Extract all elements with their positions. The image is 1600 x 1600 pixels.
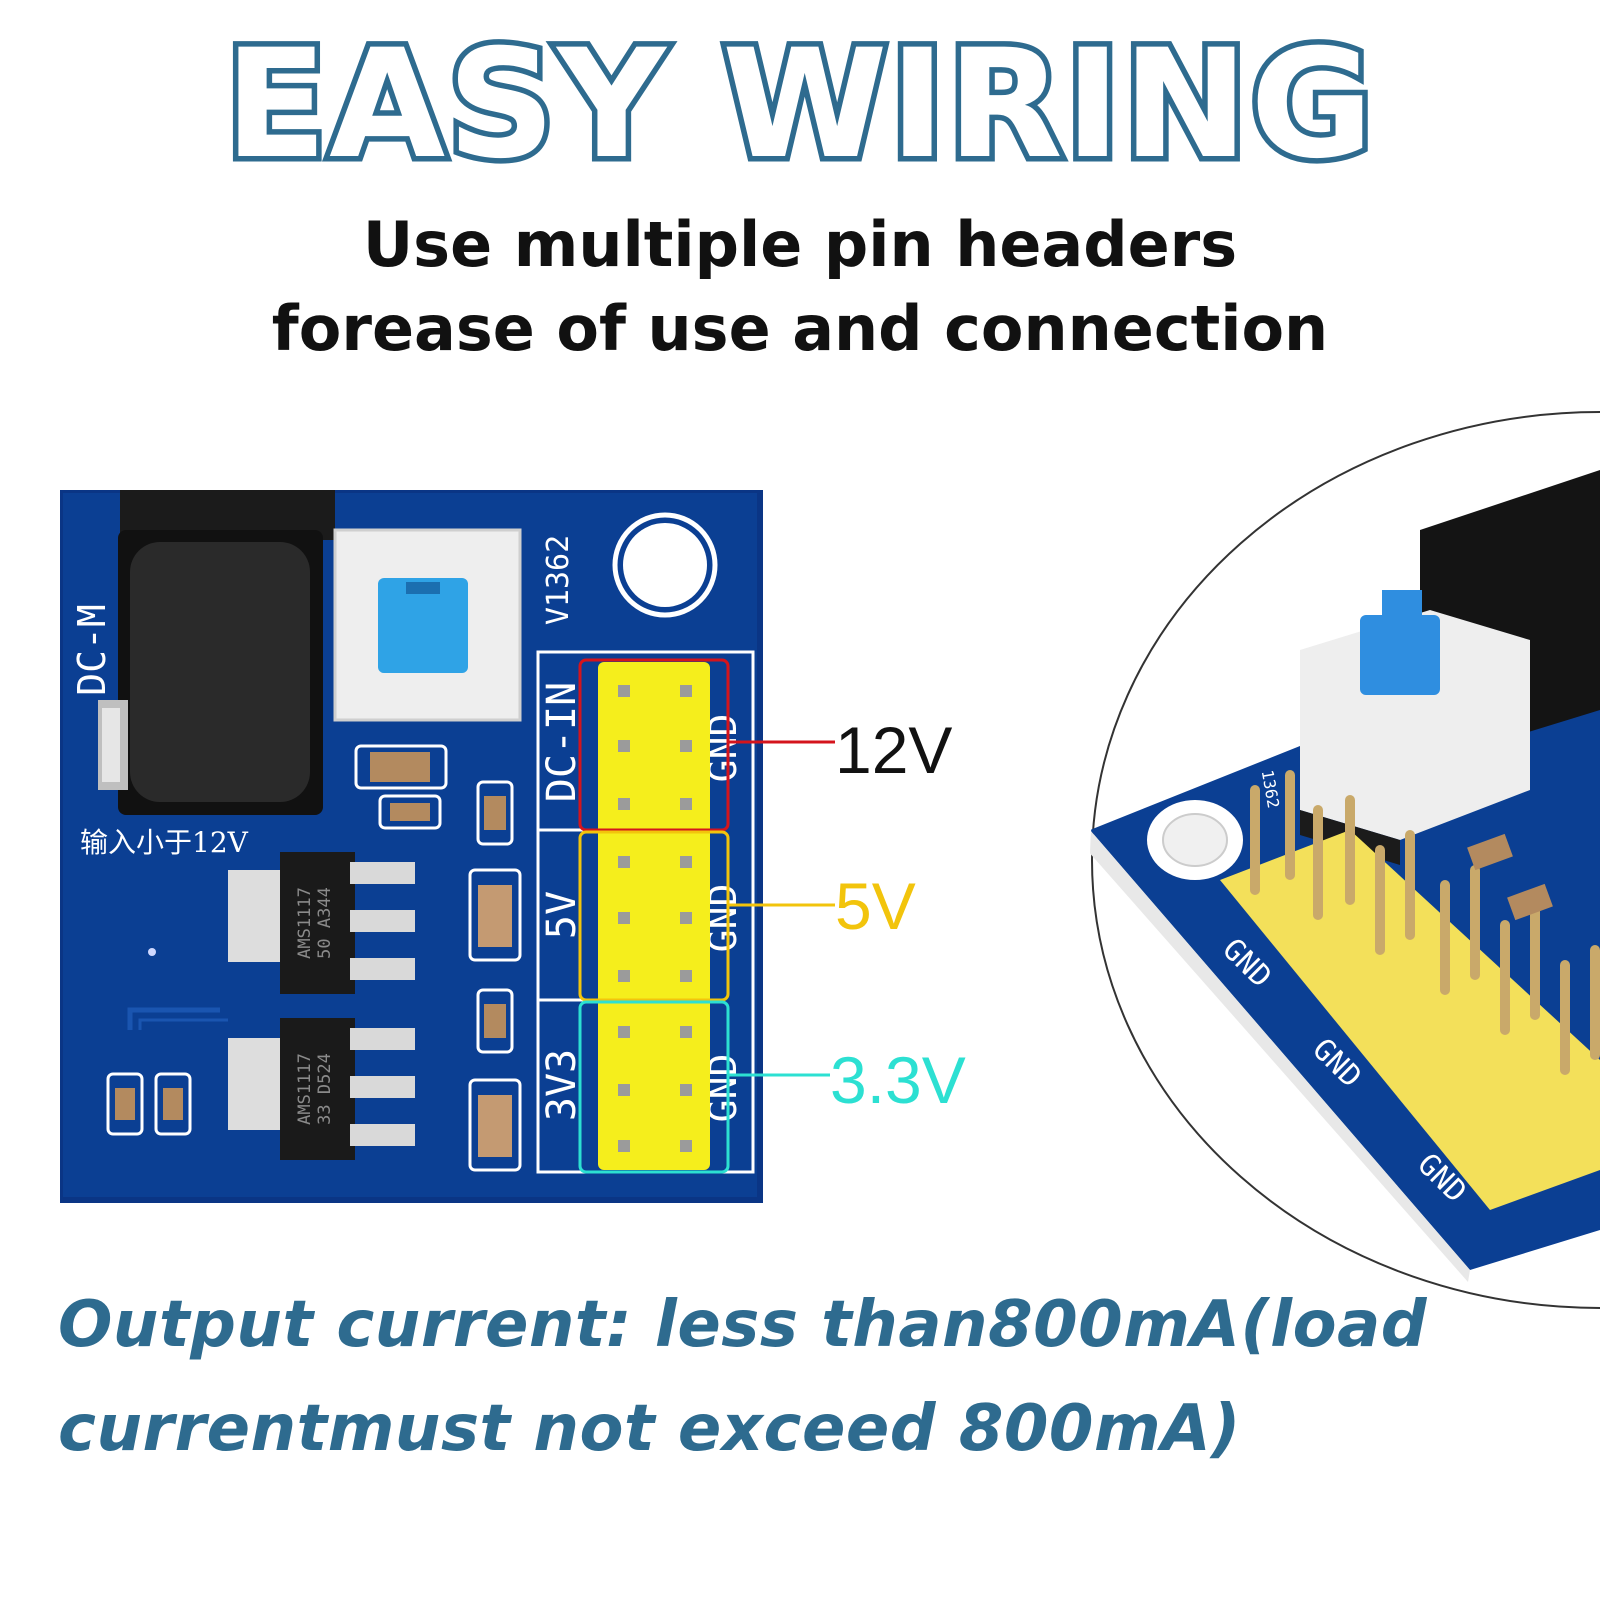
silk-input-note: 输入小于12V bbox=[80, 826, 249, 859]
label-12v: 12V bbox=[835, 713, 953, 787]
mounting-hole bbox=[612, 512, 718, 618]
silk-header-dcin: DC-IN bbox=[539, 682, 585, 802]
chip1-text-line1: AMS1117 bbox=[295, 887, 315, 959]
silk-header-5v: 5V bbox=[539, 891, 585, 939]
silk-dcm: DC-M bbox=[70, 604, 114, 696]
mounting-hole-center bbox=[623, 523, 707, 607]
dc-barrel-jack bbox=[98, 488, 335, 815]
silk-header-3v3: 3V3 bbox=[539, 1049, 585, 1121]
label-3v3: 3.3V bbox=[830, 1043, 966, 1117]
subtitle-line-2: forease of use and connection bbox=[271, 292, 1329, 365]
highlight-12v-box bbox=[578, 658, 730, 832]
chip1-text-line2: 50 A344 bbox=[315, 887, 335, 959]
label-5v: 5V bbox=[835, 869, 916, 943]
silk-version: V1362 bbox=[541, 535, 576, 625]
chip2-text-line1: AMS1117 bbox=[295, 1053, 315, 1125]
footer-line-1: Output current: less than800mA(load bbox=[58, 1288, 1428, 1362]
regulator-chip-1: AMS1117 50 A344 bbox=[228, 852, 415, 994]
zoom-inset-image: GND GND GND 1362 bbox=[1090, 410, 1600, 1310]
pcb-board-image: DC-M V1362 输入小于12V AMS1117 50 A3 bbox=[57, 487, 780, 1230]
push-button-switch bbox=[333, 528, 522, 722]
chip2-text-line2: 33 D524 bbox=[315, 1053, 335, 1125]
zoom-pin-headers bbox=[1220, 770, 1600, 1210]
highlight-5v-box bbox=[578, 830, 730, 1002]
footer-line-2: currentmust not exceed 800mA) bbox=[58, 1392, 1241, 1466]
regulator-chip-2: AMS1117 33 D524 bbox=[228, 1018, 415, 1160]
highlight-3v3-box bbox=[578, 1000, 730, 1174]
leader-line-ext bbox=[780, 740, 835, 1077]
pin-header-block bbox=[598, 662, 710, 1170]
subtitle-line-1: Use multiple pin headers bbox=[362, 208, 1238, 281]
headline: EASY WIRING bbox=[219, 13, 1379, 198]
